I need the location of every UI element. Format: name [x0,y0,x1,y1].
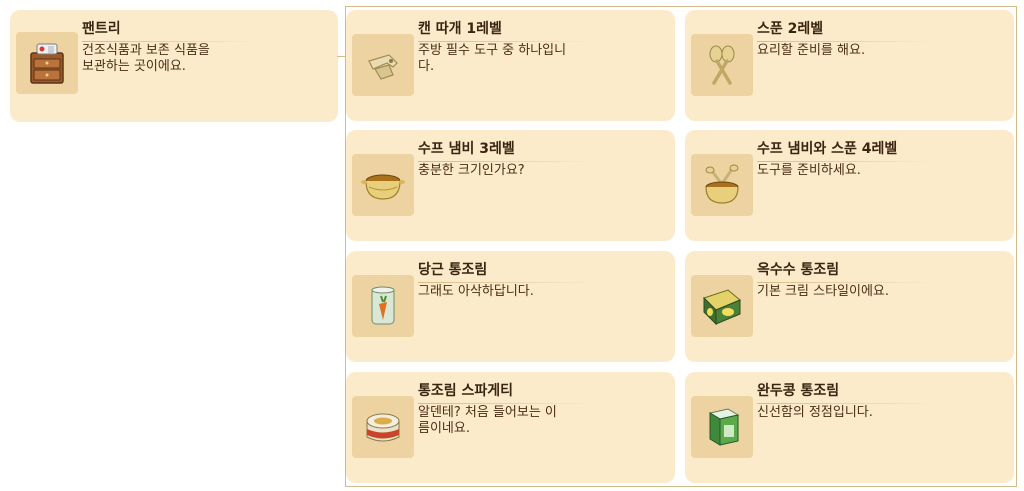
item-card-canned-carrot[interactable]: 당근 통조림 그래도 아삭하답니다. [346,251,675,362]
item-description: 기본 크림 스타일이에요. [757,284,889,299]
item-title: 통조림 스파게티 [418,383,514,399]
item-card-soup-pot[interactable]: 수프 냄비 3레벨 충분한 크기인가요? [346,130,675,241]
item-title: 당근 통조림 [418,262,488,278]
item-description: 충분한 크기인가요? [418,163,525,178]
pantry-card[interactable]: 팬트리 건조식품과 보존 식품을 보관하는 곳이에요. [10,10,338,122]
pantry-description: 건조식품과 보존 식품을 보관하는 곳이에요. [82,43,210,74]
item-card-spoons[interactable]: 스푼 2레벨 요리할 준비를 해요. [685,10,1014,121]
item-description: 주방 필수 도구 중 하나입니다. [418,43,567,74]
soup-pot-icon [361,174,405,200]
item-title-divider [418,282,598,283]
item-icon-frame [691,275,753,337]
item-icon-frame [691,154,753,216]
pantry-title: 팬트리 [82,21,121,37]
spoons-icon [709,45,735,85]
item-title: 캔 따개 1레벨 [418,21,502,37]
item-title-divider [418,41,598,42]
item-title-divider [757,282,937,283]
canned-peas-icon [708,408,740,446]
item-description: 요리할 준비를 해요. [757,43,866,58]
item-title: 수프 냄비와 스푼 4레벨 [757,141,898,157]
item-icon-frame [691,34,753,96]
item-description: 신선함의 정점입니다. [757,405,873,420]
pantry-title-divider [82,41,262,42]
item-title-divider [418,161,598,162]
item-icon-frame [352,396,414,458]
item-title: 스푼 2레벨 [757,21,824,37]
item-description: 그래도 아삭하답니다. [418,284,534,299]
item-title: 완두콩 통조림 [757,383,840,399]
unlock-tree-frame [345,6,1017,487]
item-icon-frame [352,154,414,216]
item-card-canned-corn[interactable]: 옥수수 통조림 기본 크림 스타일이에요. [685,251,1014,362]
pot-and-spoons-icon [705,164,739,204]
item-icon-frame [352,275,414,337]
item-icon-frame [352,34,414,96]
item-title-divider [757,403,937,404]
tree-connector-line [337,56,346,57]
canned-carrot-icon [371,286,395,325]
item-title: 수프 냄비 3레벨 [418,141,515,157]
item-card-pot-and-spoons[interactable]: 수프 냄비와 스푼 4레벨 도구를 준비하세요. [685,130,1014,241]
pantry-icon-frame [16,32,78,94]
item-card-can-opener[interactable]: 캔 따개 1레벨 주방 필수 도구 중 하나입니다. [346,10,675,121]
item-icon-frame [691,396,753,458]
can-opener-icon [368,54,398,80]
item-description: 알덴테? 처음 들어보는 이름이네요. [418,405,557,436]
item-title-divider [757,41,937,42]
item-title-divider [418,403,598,404]
item-description: 도구를 준비하세요. [757,163,861,178]
item-title: 옥수수 통조림 [757,262,840,278]
item-card-canned-spaghetti[interactable]: 통조림 스파게티 알덴테? 처음 들어보는 이름이네요. [346,372,675,483]
canned-spaghetti-icon [366,413,400,442]
canned-corn-icon [703,289,741,326]
item-card-canned-peas[interactable]: 완두콩 통조림 신선함의 정점입니다. [685,372,1014,483]
item-title-divider [757,161,937,162]
pantry-cabinet-icon [30,43,64,84]
